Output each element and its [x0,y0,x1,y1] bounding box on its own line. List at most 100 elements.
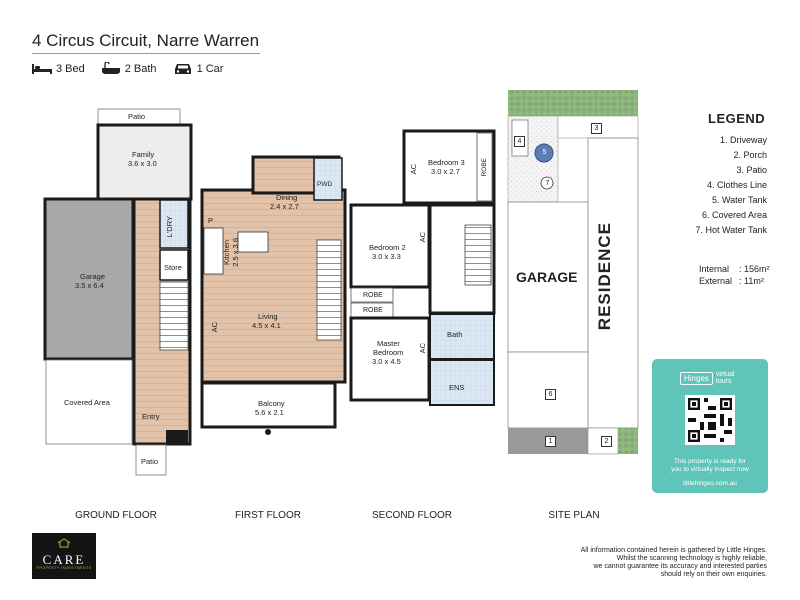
legend-list: 1. Driveway 2. Porch 3. Patio 4. Clothes… [695,133,767,238]
feature-summary: 3 Bed 2 Bath 1 Car [32,62,223,76]
label-family-size: 3.6 x 3.0 [128,159,157,168]
label-master-size: 3.0 x 4.5 [372,357,401,366]
site-grass-bottom [618,428,638,454]
label-laundry: L'DRY [165,216,174,238]
legend-title: LEGEND [708,111,766,126]
area-internal-label: Internal [699,264,730,274]
legend-item: 1. Driveway [719,135,767,145]
second-bedroom-2 [349,203,431,289]
first-kitchen-bench [203,227,224,275]
disclaimer-line: we cannot guarantee its accuracy and int… [593,563,767,570]
label-balcony-size: 5.6 x 2.1 [255,408,284,417]
feature-car: 1 Car [173,63,224,76]
disclaimer-line: Whilst the scanning technology is highly… [616,555,767,562]
site-water-tank [534,143,554,163]
second-floor-plan [349,129,496,406]
legend-item: 5. Water Tank [711,195,767,205]
label-store: Store [164,263,182,272]
label-bedroom-2-size: 3.0 x 3.3 [372,252,401,261]
label-dining-size: 2.4 x 2.7 [270,202,299,211]
hinges-brand: Hinges virtual tours [680,371,750,385]
site-plan-label: SITE PLAN [548,510,600,521]
label-master-ac: AC [418,343,427,354]
feature-bed-label: 3 Bed [56,63,85,75]
first-floor-plan [200,155,347,435]
agency-logo: CARE PROPERTY INVESTMENTS [32,533,96,579]
site-marker-6: 6 [545,389,556,400]
first-balcony [200,381,337,429]
label-family: Family [132,150,155,159]
label-first-ac: AC [210,322,219,333]
virtual-tour-text: This property is ready for you to virtua… [652,458,768,474]
ground-laundry [159,199,189,249]
disclaimer-line: should rely on their own enquiries. [660,571,767,578]
label-pwd: PWD [317,181,333,188]
site-marker-3: 3 [591,123,602,134]
site-marker-2: 2 [601,436,612,447]
disclaimer-line: All information contained herein is gath… [580,547,767,554]
site-marker-7: 7 [545,180,550,187]
site-hot-water-tank [540,176,554,190]
label-kitchen-size: 2.5 x 3.6 [231,238,240,267]
first-kitchen-island [237,231,269,253]
label-robe-2: ROBE [363,307,383,314]
label-dining: Dining [276,193,298,202]
label-bedroom-3-robe: ROBE [481,158,488,177]
ground-patio-bottom [135,444,167,476]
label-bedroom-3-ac: AC [409,164,418,175]
virtual-tour-line-2: you to virtually inspect now [671,466,749,473]
feature-bath-label: 2 Bath [124,63,157,75]
title-divider [32,53,260,54]
area-internal: Internal : 156m² [699,263,770,275]
label-ensuite: ENS [449,383,465,392]
label-bedroom-2: Bedroom 2 [369,243,406,252]
site-plan [507,90,639,455]
label-bedroom-3: Bedroom 3 [428,158,465,167]
ground-garage [43,197,135,361]
label-entry: Entry [142,412,160,421]
bath-icon [101,62,120,74]
first-balcony-post [265,429,271,435]
feature-car-label: 1 Car [196,63,224,75]
legend-item: 3. Patio [736,165,767,175]
site-marker-4: 4 [514,136,525,147]
label-patio-top: Patio [128,112,146,121]
disclaimer: All information contained herein is gath… [507,547,767,579]
feature-bath: 2 Bath [101,62,157,76]
site-garage-label: GARAGE [516,269,578,285]
label-pantry: P [208,216,214,225]
agency-tagline: PROPERTY INVESTMENTS [36,566,92,570]
agency-name: CARE [42,552,86,567]
label-master: Master [377,339,400,348]
ground-covered-area [45,359,133,445]
qr-code[interactable] [685,395,735,445]
ground-floor-plan [43,108,193,476]
label-garage-size: 3.5 x 6.4 [75,281,104,290]
house-icon [57,538,71,548]
label-living-size: 4.5 x 4.1 [252,321,281,330]
ground-floor-label: GROUND FLOOR [75,510,157,521]
feature-bed: 3 Bed [32,63,85,75]
area-internal-value: : 156m² [739,264,770,274]
first-stairs [316,239,342,341]
label-bedroom-2-ac: AC [418,232,427,243]
second-ensuite [429,359,495,406]
ground-store [159,249,189,281]
label-kitchen: Kitchen [222,240,231,266]
area-external-label: External [699,276,733,286]
area-summary: Internal: 156m² External: 11m² [699,263,770,287]
legend-item: 7. Hot Water Tank [695,225,767,235]
virtual-tour-url[interactable]: littlehinges.com.au [683,480,737,487]
site-marker-1: 1 [545,436,556,447]
legend-item: 4. Clothes Line [706,180,767,190]
property-address: 4 Circus Circuit, Narre Warren [32,31,260,50]
site-residence-label: RESIDENCE [595,222,614,331]
first-pwd [313,157,343,201]
label-covered-area: Covered Area [64,398,110,407]
legend-item: 6. Covered Area [701,210,767,220]
virtual-tour-card[interactable]: Hinges virtual tours This property is re… [652,359,768,493]
label-bedroom-3-size: 3.0 x 2.7 [431,167,460,176]
bed-icon [32,64,52,74]
qr-code-icon [688,398,732,442]
